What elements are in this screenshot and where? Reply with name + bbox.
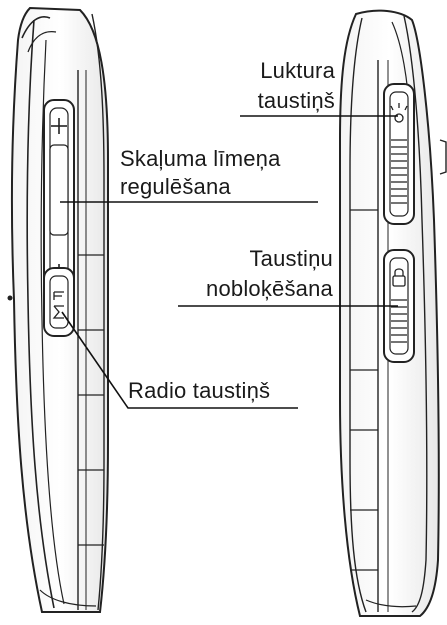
volume-label-line2: regulēšana: [118, 174, 233, 200]
keylock-label-line2: nobloķēšana: [204, 276, 335, 302]
flashlight-label-line2: taustiņš: [255, 88, 337, 114]
radio-leader-line: [61, 311, 298, 409]
radio-button[interactable]: [43, 267, 75, 337]
flashlight-label-line1: Luktura: [258, 58, 337, 84]
plus-icon: [51, 118, 67, 134]
flashlight-icon: [390, 103, 408, 123]
volume-label-line1: Skaļuma līmeņa: [118, 146, 283, 172]
keylock-label-line1: Taustiņu: [247, 246, 335, 272]
padlock-icon: [392, 268, 406, 287]
flashlight-grip-ridges: [391, 139, 407, 204]
volume-rocker[interactable]: [43, 99, 75, 291]
keylock-grip-ridges: [391, 299, 407, 343]
radio-fm-icon: [52, 291, 64, 319]
radio-label: Radio taustiņš: [126, 378, 273, 404]
leader-lines: [60, 115, 398, 409]
